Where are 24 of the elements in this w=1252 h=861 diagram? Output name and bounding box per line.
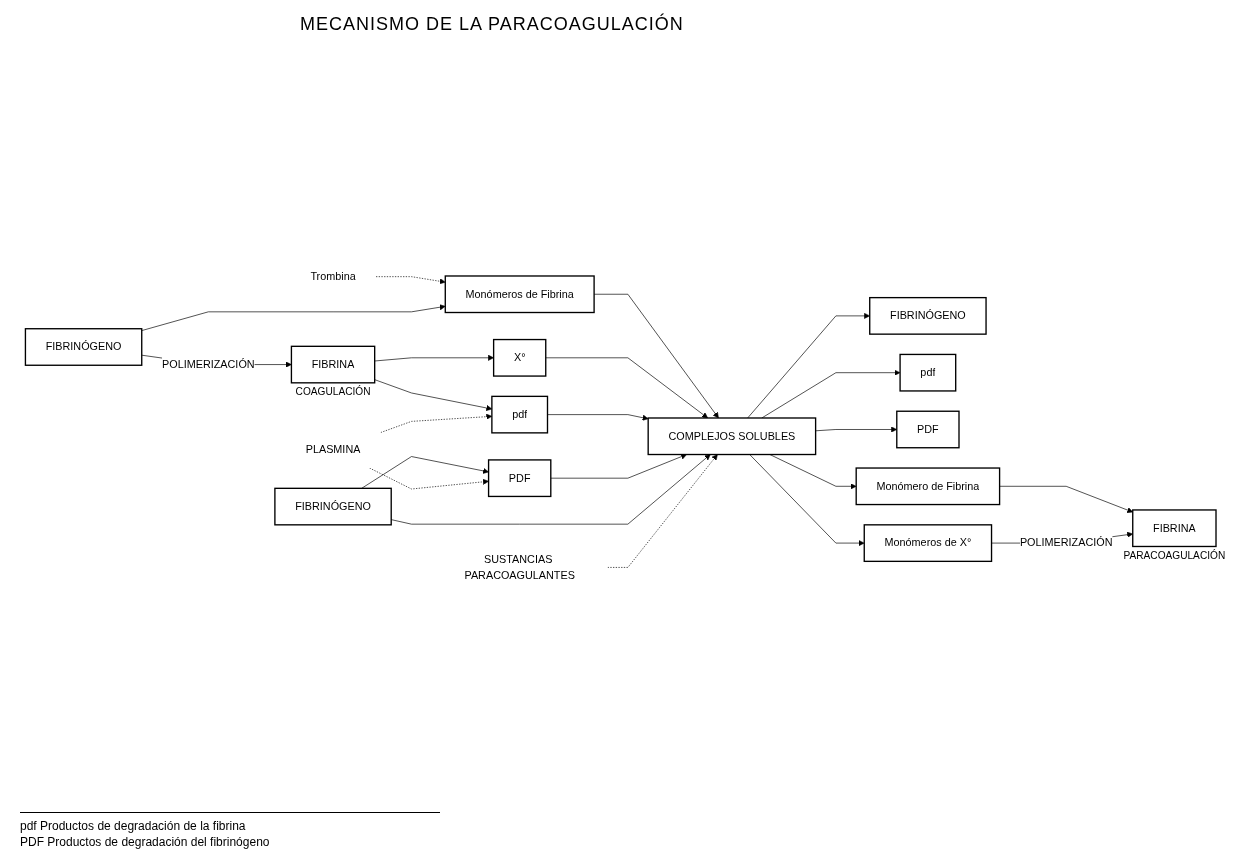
- node-box: pdf: [491, 396, 549, 434]
- node-box: Monómeros de X°: [863, 524, 993, 563]
- node-box: COMPLEJOS SOLUBLES: [647, 417, 817, 456]
- node-box: FIBRINÓGENO: [869, 297, 987, 336]
- footnote: pdf Productos de degradación de la fibrina: [20, 819, 247, 833]
- diagram-title: MECANISMO DE LA PARACOAGULACIÓN: [300, 14, 685, 35]
- node-text: PLASMINA: [305, 444, 361, 456]
- edge-label: POLIMERIZACIÓN: [162, 358, 255, 371]
- node-box: Monómero de Fibrina: [855, 467, 1001, 506]
- node-box: FIBRINA: [1132, 509, 1217, 548]
- node-text: SUSTANCIAS PARACOAGULANTES: [464, 553, 575, 582]
- node-caption: PARACOAGULACIÓN: [1123, 550, 1226, 562]
- edge-label: POLIMERIZACIÓN: [1019, 537, 1113, 549]
- node-caption: COAGULACIÓN: [295, 386, 371, 398]
- node-box: Monómeros de Fibrina: [444, 275, 595, 314]
- node-box: FIBRINÓGENO: [24, 328, 143, 367]
- footnote: PDF Productos de degradación del fibrinógeno: [20, 835, 271, 849]
- node-box: pdf: [899, 354, 957, 392]
- node-box: FIBRINÓGENO: [274, 488, 392, 526]
- node-box: PDF: [896, 410, 960, 449]
- node-box: X°: [492, 339, 547, 378]
- node-box: FIBRINA: [290, 346, 376, 384]
- node-text: Trombina: [310, 270, 356, 283]
- node-box: PDF: [487, 459, 552, 498]
